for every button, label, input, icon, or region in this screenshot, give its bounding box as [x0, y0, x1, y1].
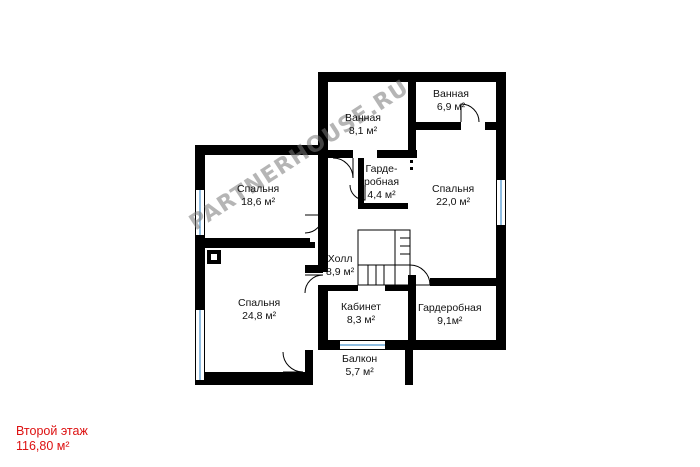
- floor-total-area: 116,80 м²: [16, 439, 70, 453]
- vent-marks: [410, 128, 413, 170]
- floor-caption: Второй этаж 116,80 м²: [16, 424, 88, 454]
- doors: [282, 103, 480, 373]
- staircase: [357, 229, 411, 286]
- floor-title: Второй этаж: [16, 424, 88, 438]
- windows: [199, 180, 502, 380]
